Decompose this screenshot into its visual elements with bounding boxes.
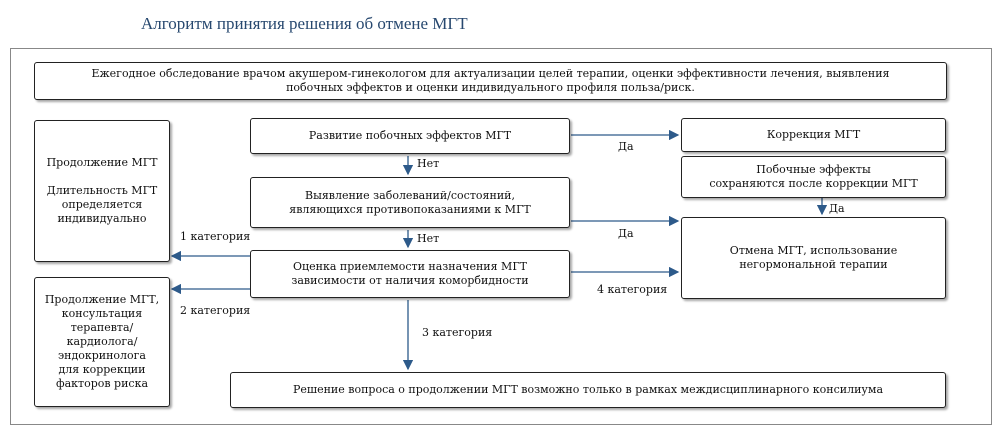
label-yes-cancel: Да bbox=[618, 227, 634, 240]
box-annual-exam: Ежегодное обследование врачом акушером-г… bbox=[34, 62, 947, 100]
box-council: Решение вопроса о продолжении МГТ возмож… bbox=[230, 372, 946, 408]
label-category-3: 3 категория bbox=[422, 326, 493, 339]
label-no-assessment: Нет bbox=[417, 232, 440, 245]
label-yes-correction: Да bbox=[618, 140, 634, 153]
label-no-contraindications: Нет bbox=[417, 157, 440, 170]
label-category-4: 4 категория bbox=[597, 283, 668, 296]
label-category-2: 2 категория bbox=[180, 304, 251, 317]
box-continue-consult: Продолжение МГТ, консультация терапевта/… bbox=[34, 277, 170, 407]
box-assessment: Оценка приемлемости назначения МГТ завис… bbox=[250, 250, 570, 298]
box-cancel: Отмена МГТ, использование негормональной… bbox=[681, 217, 946, 299]
diagram-frame bbox=[10, 48, 992, 425]
label-yes-persist: Да bbox=[829, 202, 845, 215]
label-category-1: 1 категория bbox=[180, 230, 251, 243]
box-persist: Побочные эффекты сохраняются после корре… bbox=[681, 156, 946, 198]
box-continue-mht: Продолжение МГТ Длительность МГТ определ… bbox=[34, 120, 170, 262]
box-side-effects: Развитие побочных эффектов МГТ bbox=[250, 118, 570, 154]
box-correction: Коррекция МГТ bbox=[681, 118, 946, 152]
page-title: Алгоритм принятия решения об отмене МГТ bbox=[141, 14, 468, 33]
box-contraindications: Выявление заболеваний/состояний, являющи… bbox=[250, 177, 570, 228]
